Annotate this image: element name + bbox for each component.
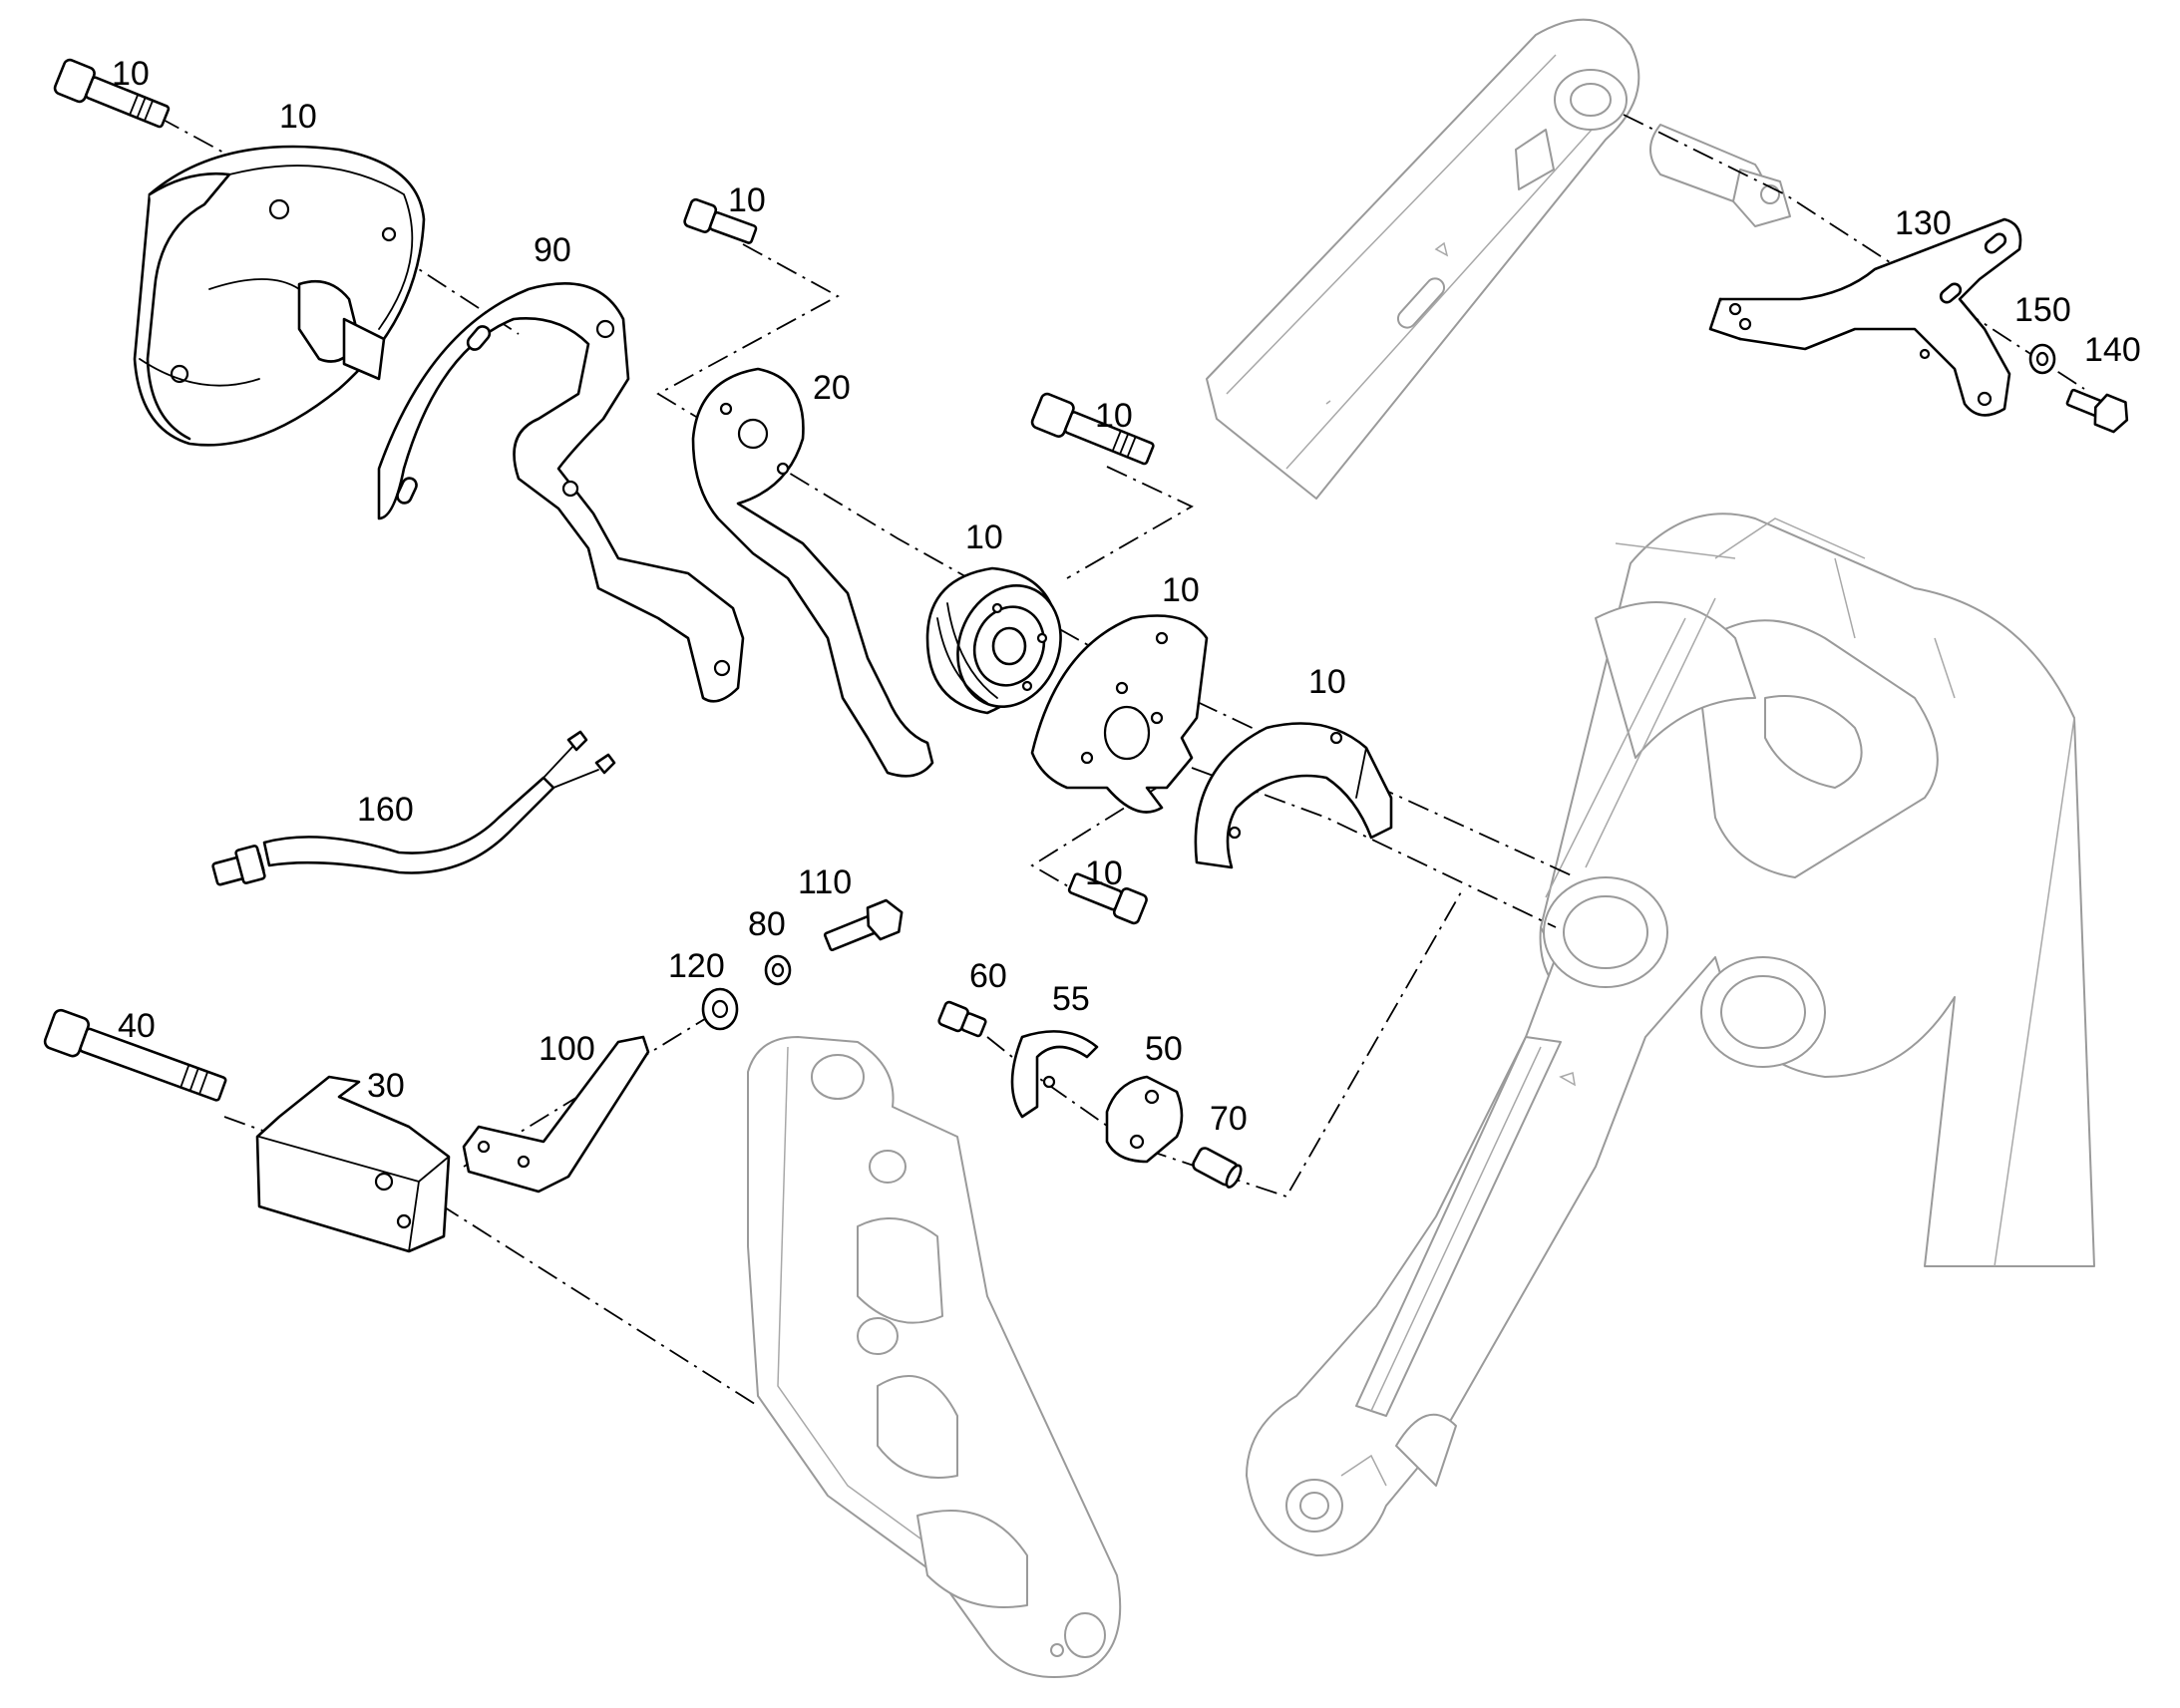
callout-label: 100 bbox=[539, 1030, 595, 1068]
callout-label: 130 bbox=[1895, 204, 1952, 242]
plate-20 bbox=[691, 367, 934, 778]
callout-label: 10 bbox=[1085, 854, 1123, 892]
callout-label: 90 bbox=[534, 231, 571, 269]
callout-label: 10 bbox=[1095, 397, 1133, 435]
callout-label: 40 bbox=[118, 1007, 156, 1045]
block-30 bbox=[255, 1075, 451, 1253]
bolt-10-top-left bbox=[53, 58, 171, 129]
callout-label: 80 bbox=[748, 905, 786, 943]
callout-label: 120 bbox=[668, 947, 725, 985]
bracket-100 bbox=[462, 1035, 650, 1194]
clip-55 bbox=[1010, 1030, 1099, 1119]
callout-label: 10 bbox=[728, 181, 766, 219]
callout-label: 30 bbox=[367, 1067, 405, 1105]
flange-10 bbox=[1030, 614, 1209, 814]
bolt-110 bbox=[823, 898, 904, 952]
pin-70 bbox=[1192, 1147, 1243, 1189]
callout-label: 140 bbox=[2084, 331, 2141, 369]
callout-label: 110 bbox=[798, 863, 852, 901]
callout-label: 20 bbox=[813, 369, 851, 407]
bracket-90 bbox=[377, 281, 745, 703]
callout-label: 10 bbox=[279, 98, 317, 136]
callout-label: 150 bbox=[2014, 291, 2071, 329]
lower-arm-ghost bbox=[747, 1036, 1122, 1678]
upper-boom-arm-ghost bbox=[1206, 18, 1791, 500]
washer-80 bbox=[764, 954, 792, 986]
callout-label: 10 bbox=[965, 518, 1003, 556]
washer-150 bbox=[2028, 343, 2056, 375]
curved-shield-10 bbox=[1194, 722, 1393, 869]
clamp-50 bbox=[1105, 1075, 1184, 1164]
callout-label: 10 bbox=[1162, 571, 1200, 609]
callout-label: 10 bbox=[1308, 663, 1346, 701]
callout-label: 10 bbox=[112, 55, 150, 93]
bolt-40 bbox=[43, 1008, 227, 1102]
sleeve-60 bbox=[937, 1000, 987, 1038]
callout-labels: 10 10 10 90 20 10 10 10 10 10 130 150 14… bbox=[112, 55, 2141, 1138]
callout-label: 70 bbox=[1210, 1100, 1248, 1138]
bolt-10-mid bbox=[1030, 392, 1155, 466]
lamp-unit-10 bbox=[925, 566, 1062, 715]
cable-160 bbox=[211, 730, 616, 886]
callout-label: 160 bbox=[357, 791, 414, 829]
callout-label: 60 bbox=[969, 957, 1007, 995]
bolt-140 bbox=[2065, 388, 2129, 434]
callout-label: 50 bbox=[1145, 1030, 1183, 1068]
screw-10-upper-mid bbox=[683, 197, 758, 244]
callout-label: 55 bbox=[1052, 980, 1090, 1018]
bracket-130 bbox=[1708, 217, 2022, 417]
main-boom-ghost bbox=[1246, 512, 2095, 1556]
headlight-housing-10 bbox=[133, 145, 426, 447]
screw-10-lower bbox=[1067, 872, 1148, 925]
washer-120 bbox=[701, 987, 739, 1031]
